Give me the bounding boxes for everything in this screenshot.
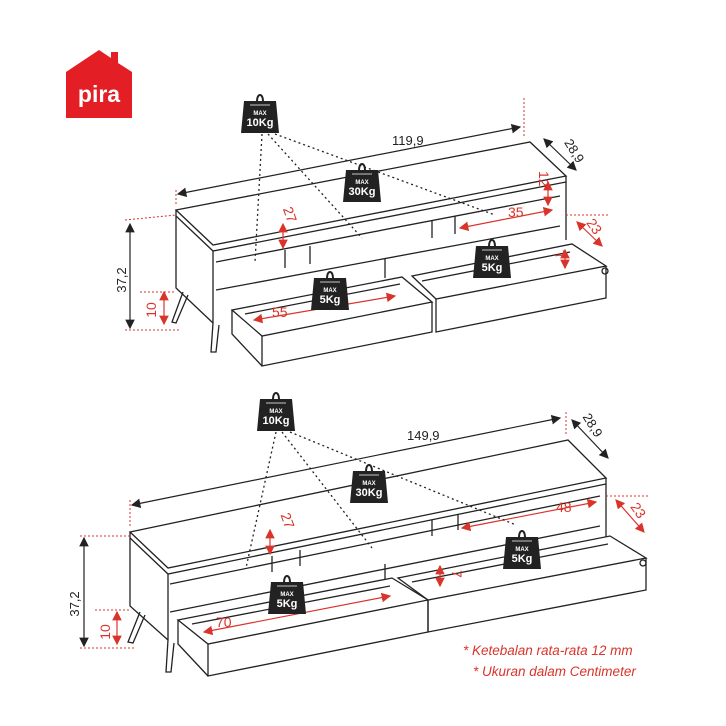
- large-leg-dimension: 10: [95, 609, 130, 646]
- large-shelf-label: 27: [278, 510, 298, 530]
- small-leg-label: 10: [143, 302, 159, 318]
- small-shelf-dimension: 27: [278, 204, 300, 250]
- small-compartment-height-label: 12: [536, 171, 552, 187]
- small-compartment-dimension: 35 12: [458, 171, 554, 232]
- svg-text:MAX: MAX: [515, 547, 528, 553]
- large-width-label: 149,9: [407, 428, 440, 443]
- large-drawer-depth-label: 23: [627, 499, 649, 521]
- large-leg-label: 10: [97, 624, 113, 640]
- large-top-weight-icon: MAX 10Kg: [256, 392, 296, 432]
- note-thickness: * Ketebalan rata-rata 12 mm: [463, 643, 633, 658]
- svg-text:MAX: MAX: [323, 288, 336, 294]
- large-shelf-load-label: 30Kg: [356, 487, 383, 499]
- small-drawer-width-label: 55: [272, 304, 288, 320]
- svg-text:MAX: MAX: [485, 256, 498, 262]
- small-width-dimension: 119,9: [175, 98, 525, 206]
- small-depth-label: 28,9: [561, 136, 587, 165]
- small-drawer-right-load-label: 5Kg: [482, 262, 503, 274]
- large-width-dimension: 149,9: [129, 412, 567, 528]
- note-unit: * Ukuran dalam Centimeter: [473, 664, 636, 679]
- small-leg-dimension: 10: [140, 290, 176, 326]
- small-drawer-depth-dimension: 23: [566, 214, 610, 247]
- large-drawer-left-load-label: 5Kg: [277, 598, 298, 610]
- small-shelf-weight-icon: MAX 30Kg: [342, 163, 382, 203]
- small-height-dimension: 37,2: [114, 214, 180, 331]
- large-drawer-right-load-label: 5Kg: [512, 553, 533, 565]
- large-drawer-height-label: 7: [449, 570, 465, 578]
- large-drawer-height-dimension: 7: [435, 564, 465, 588]
- small-drawer-left-weight-icon: MAX 5Kg: [310, 271, 350, 311]
- svg-text:MAX: MAX: [355, 180, 368, 186]
- small-shelf-load-label: 30Kg: [349, 186, 376, 198]
- small-top-load-label: 10Kg: [247, 117, 274, 129]
- small-width-label: 119,9: [392, 133, 424, 148]
- large-top-load-label: 10Kg: [263, 415, 290, 427]
- small-drawer-height-dimension: 7: [552, 248, 570, 270]
- large-drawer-left-weight-icon: MAX 5Kg: [267, 575, 307, 615]
- small-drawer-left-load-label: 5Kg: [320, 294, 341, 306]
- house-icon: [66, 50, 132, 118]
- large-drawer-depth-dimension: 23: [606, 495, 650, 533]
- large-shelf-weight-icon: MAX 30Kg: [349, 464, 389, 504]
- footnotes: * Ketebalan rata-rata 12 mm * Ukuran dal…: [455, 640, 720, 682]
- small-compartment-width-label: 35: [508, 204, 524, 220]
- small-load-lines: [254, 133, 496, 263]
- svg-text:MAX: MAX: [362, 481, 375, 487]
- svg-text:MAX: MAX: [269, 409, 282, 415]
- small-shelf-label: 27: [280, 204, 300, 224]
- large-shelf-dimension: 27: [265, 510, 298, 556]
- large-load-lines: [245, 431, 517, 569]
- brand-name: pira: [78, 81, 120, 107]
- large-drawer-right-weight-icon: MAX 5Kg: [502, 530, 542, 570]
- large-compartment-dimension: 48: [460, 498, 598, 532]
- svg-text:MAX: MAX: [280, 592, 293, 598]
- small-drawer-right-weight-icon: MAX 5Kg: [472, 239, 512, 279]
- svg-text:MAX: MAX: [253, 111, 266, 117]
- small-top-weight-icon: MAX 10Kg: [240, 94, 280, 134]
- large-height-dimension: 37,2: [67, 535, 135, 649]
- large-compartment-width-label: 48: [556, 499, 572, 515]
- large-drawer-width-label: 70: [216, 614, 232, 630]
- small-height-label: 37,2: [114, 267, 129, 292]
- small-drawer-depth-label: 23: [583, 215, 605, 237]
- large-height-label: 37,2: [67, 591, 82, 616]
- large-depth-label: 28,9: [580, 410, 606, 439]
